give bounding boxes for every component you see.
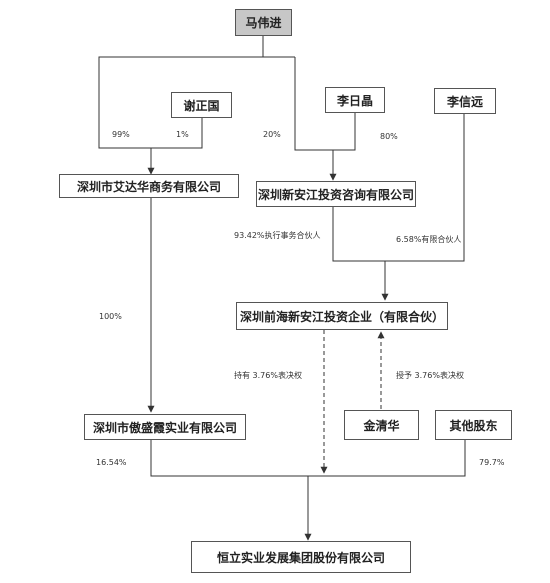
edge-aoshengxia-to-hengli — [150, 440, 466, 477]
node-other-shareholders: 其他股东 — [435, 410, 512, 440]
pct-lixinyuan-lp: 6.58%有限合伙人 — [396, 235, 462, 244]
pct-others-to-hengli: 79.7% — [479, 458, 505, 467]
node-qianhai-xinanjiang: 深圳前海新安江投资企业（有限合伙） — [236, 302, 448, 330]
node-ma-weijin: 马伟进 — [235, 9, 292, 36]
pct-qianhai-holds: 持有 3.76%表决权 — [234, 371, 302, 380]
node-li-rijing: 李日晶 — [325, 87, 385, 113]
node-aoshengxia: 深圳市傲盛霞实业有限公司 — [84, 414, 246, 440]
node-aidahua: 深圳市艾达华商务有限公司 — [59, 174, 239, 198]
edge-ma-to-aidahua — [98, 36, 264, 175]
edge-li-to-consult — [333, 113, 356, 151]
edge-ma-to-consult — [294, 57, 337, 181]
node-li-xinyuan: 李信远 — [434, 88, 496, 114]
pct-li-to-consult: 80% — [380, 132, 398, 141]
edge-xie-to-aidahua — [151, 118, 203, 149]
node-xie-zhengguo: 谢正国 — [171, 92, 232, 118]
pct-aoshengxia-to-hengli: 16.54% — [96, 458, 127, 467]
pct-ma-to-aidahua: 99% — [112, 130, 130, 139]
edge-lixinyuan-to-qianhai — [385, 114, 465, 262]
pct-ma-to-consult: 20% — [263, 130, 281, 139]
pct-consult-gp: 93.42%执行事务合伙人 — [234, 231, 321, 240]
node-jin-qinghua: 金清华 — [344, 410, 419, 440]
pct-xie-to-aidahua: 1% — [176, 130, 189, 139]
node-hengli: 恒立实业发展集团股份有限公司 — [191, 541, 411, 573]
node-xinanjiang-consult: 深圳新安江投资咨询有限公司 — [256, 181, 416, 207]
edge-consult-to-qianhai — [332, 207, 389, 301]
pct-aidahua-to-aoshengxia: 100% — [99, 312, 122, 321]
pct-jin-grants: 授予 3.76%表决权 — [396, 371, 464, 380]
